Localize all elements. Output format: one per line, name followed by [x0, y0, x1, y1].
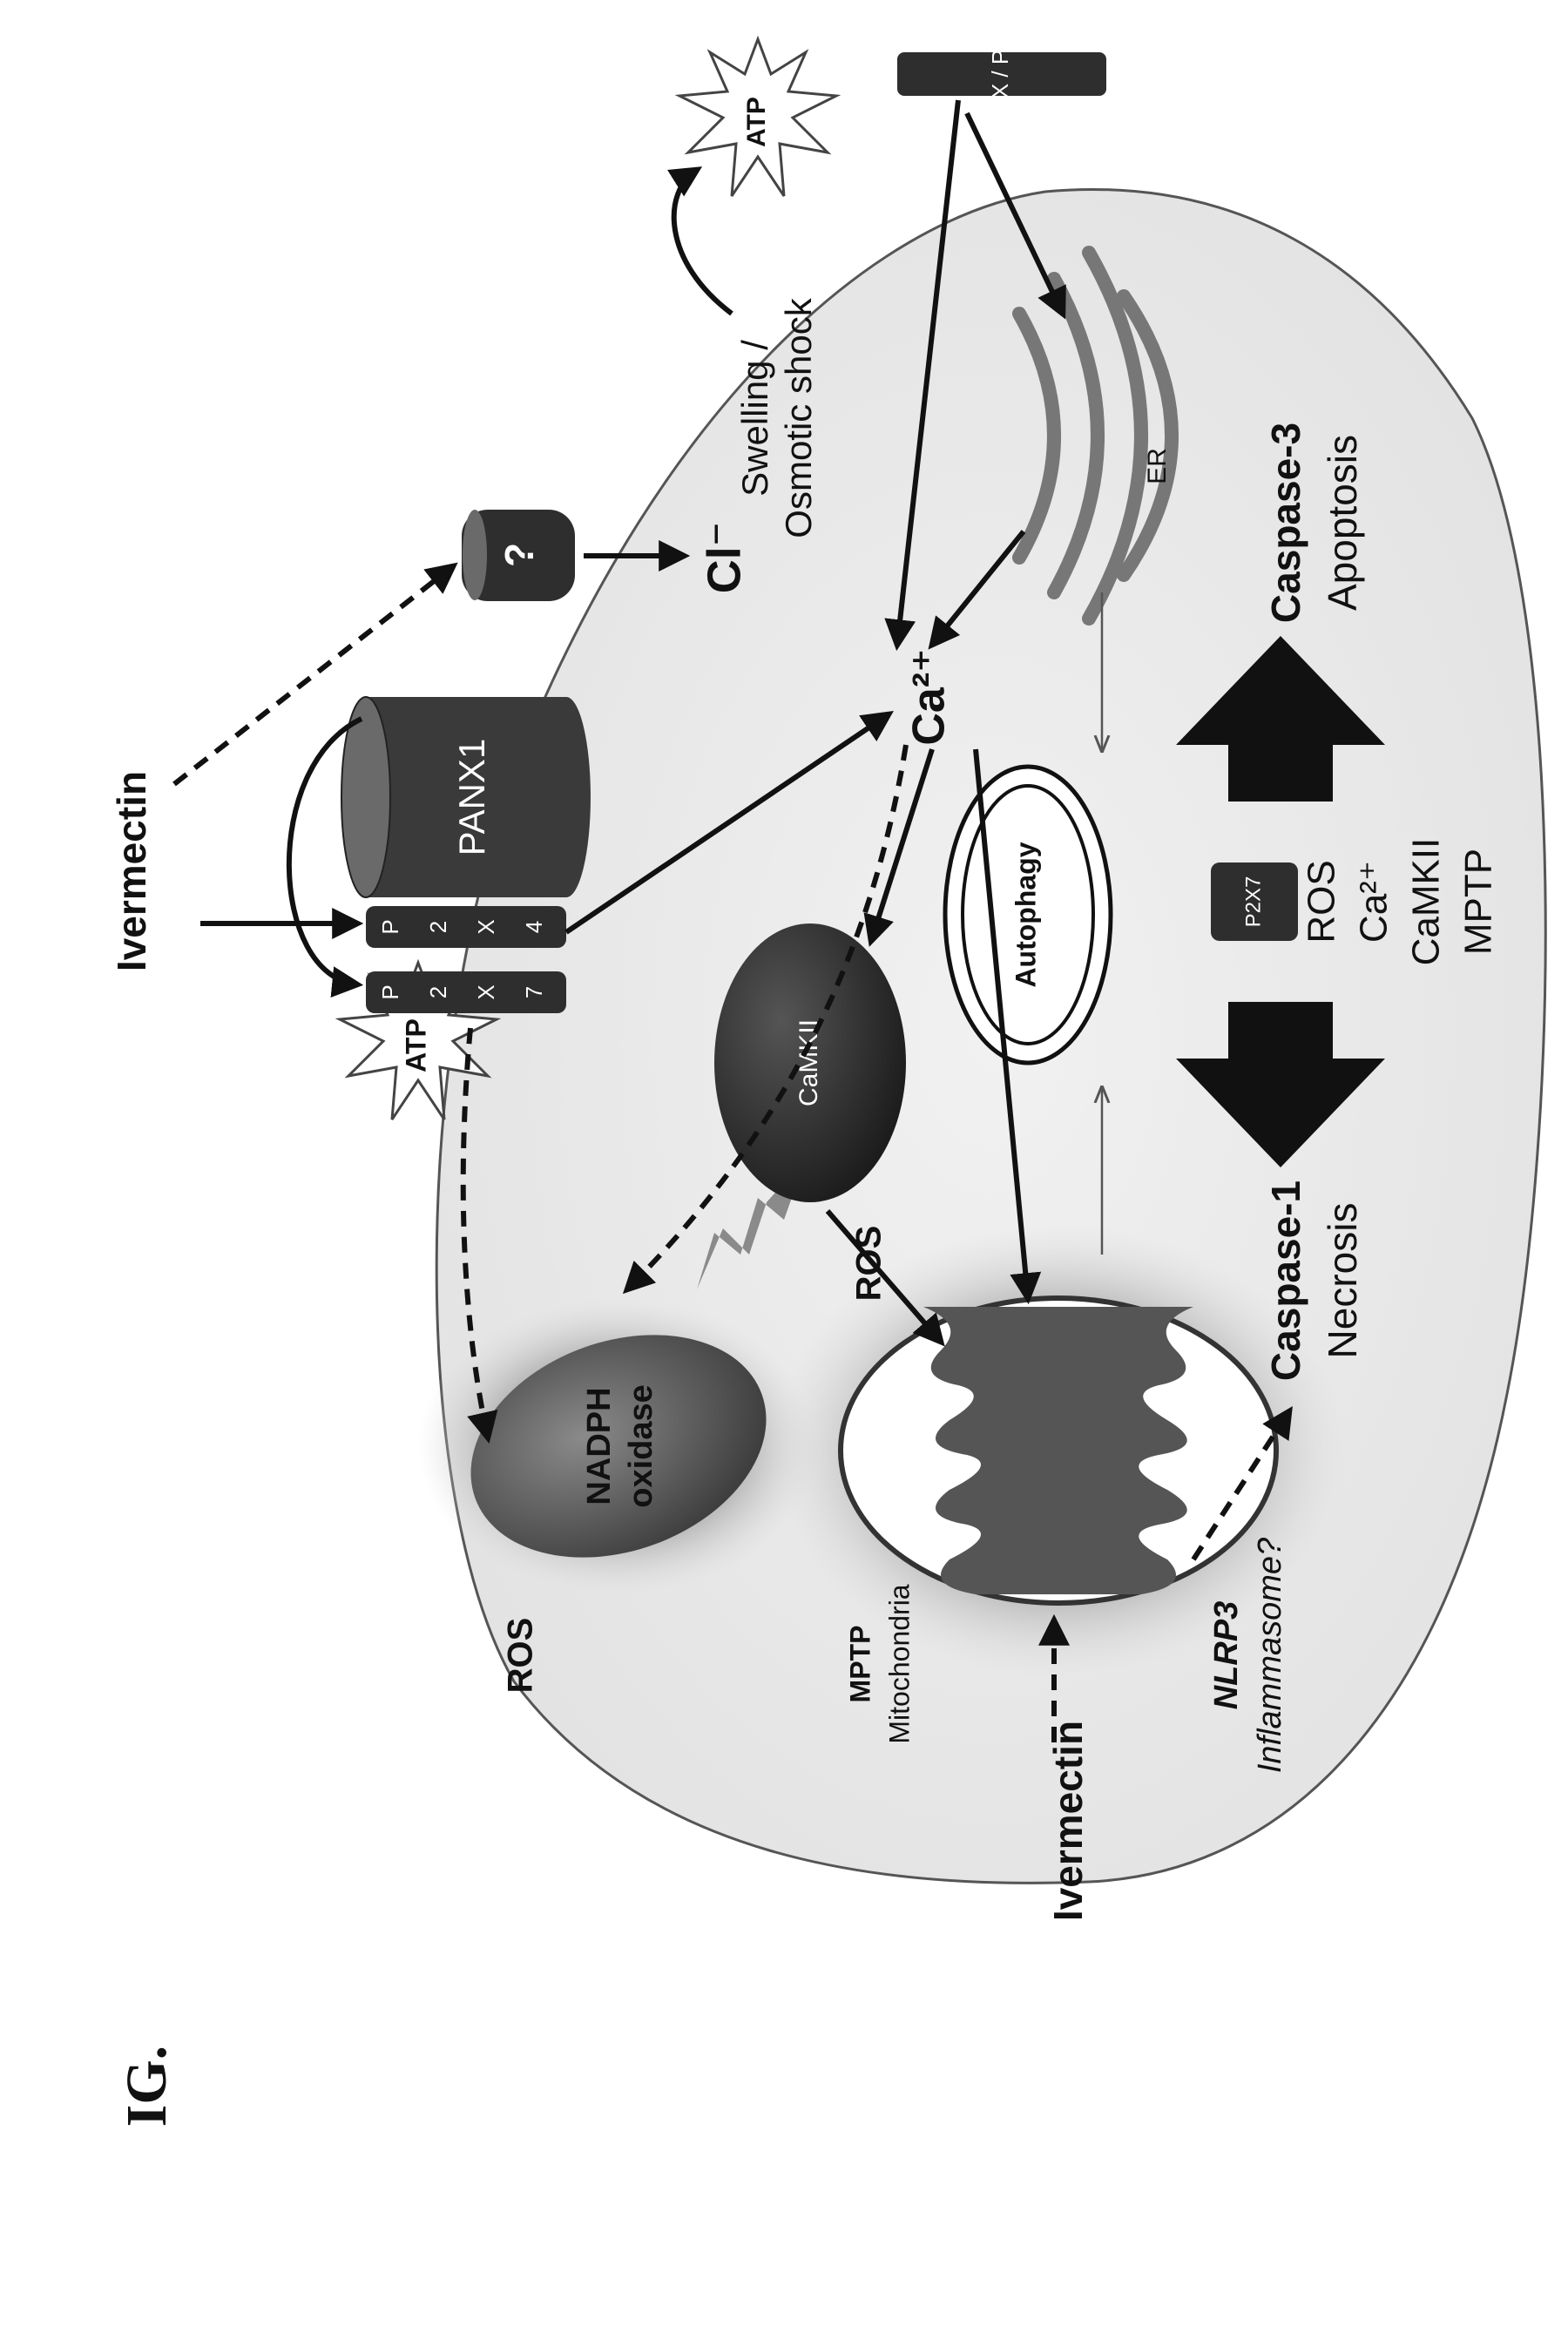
p2x7-letter-3: X — [473, 984, 499, 999]
arrow-p2x7-nadph — [460, 1027, 498, 1444]
p2x4-letter-2: 2 — [425, 921, 451, 933]
arrow-camkii-mitochondria — [825, 1209, 945, 1347]
arrow-ca-mitochondria — [973, 748, 1042, 1305]
mitochondria-label: Mitochondria — [883, 1584, 915, 1743]
atp-top-label: ATP — [742, 97, 771, 147]
center-camkii-label: CaMKII — [1405, 838, 1448, 966]
arrow-ca-camkii — [863, 748, 935, 947]
arrow-ca-nadph — [622, 744, 909, 1295]
ros-mito-label: ROS — [850, 1226, 889, 1302]
center-p2x7-label: P2X7 — [1241, 876, 1265, 928]
p2x7-receptor: P 2 X 7 — [366, 971, 566, 1013]
figure-label-text: FIG. 7 — [115, 2039, 179, 2126]
caspase1-label: Caspase-1 — [1263, 1180, 1308, 1381]
arrow-p2x-er — [964, 112, 1066, 320]
atp-star-top: ATP — [674, 35, 841, 197]
center-mptp-label: MPTP — [1457, 849, 1500, 955]
nadph-label-line2: oxidase — [623, 1384, 659, 1508]
swelling-label-line1: Swelling / — [734, 340, 775, 497]
p2x-p2y-receptor: P2X / P2Y — [897, 22, 1106, 126]
block-arrow-apoptosis — [1176, 636, 1385, 802]
nlrp3-label-line1: NLRP3 — [1208, 1601, 1245, 1710]
nlrp3-label-line2: Inflammasome? — [1252, 1537, 1288, 1773]
p2x7-letter-1: P — [377, 984, 403, 999]
pathway-arrows — [172, 99, 1293, 1742]
figure-label: FIG. 7 — [115, 2039, 179, 2126]
arrow-panx1-p2x7 — [286, 716, 364, 998]
unknown-channel: ? — [462, 510, 575, 601]
p2x4-receptor: P 2 X 4 — [366, 906, 566, 948]
arrow-ivermectin-channel — [172, 562, 458, 787]
center-calcium-label: Ca²⁺ — [1353, 861, 1396, 943]
panx1-label: PANX1 — [451, 739, 492, 856]
p2x4-letter-3: X — [473, 919, 499, 934]
camkii-enzyme — [714, 923, 906, 1202]
necrosis-label: Necrosis — [1320, 1203, 1365, 1359]
chloride-label: Cl⁻ — [698, 522, 750, 594]
arrow-p2x4-ca — [564, 710, 894, 935]
atp-star-left: ATP — [335, 958, 502, 1120]
p2x4-letter-1: P — [377, 919, 403, 934]
arrow-p2x-ca — [884, 99, 961, 652]
ivermectin-top-label: Ivermectin — [109, 771, 154, 971]
atp-left-label: ATP — [400, 1018, 431, 1072]
nadph-label-line1: NADPH — [581, 1387, 618, 1505]
nadph-oxidase — [470, 1335, 767, 1558]
camkii-label: CaMKII — [794, 1019, 823, 1106]
ros-nadph-label: ROS — [502, 1618, 540, 1694]
mitochondria-cristae — [923, 1307, 1193, 1594]
swelling-label-line2: Osmotic shock — [778, 297, 819, 538]
arrow-mitochondria-caspase1 — [1191, 1405, 1293, 1561]
ivermectin-bottom-label: Ivermectin — [1045, 1721, 1091, 1921]
apoptosis-label: Apoptosis — [1320, 435, 1365, 611]
p2x7-letter-4: 7 — [521, 986, 547, 998]
arrow-er-ca — [928, 530, 1026, 650]
endoplasmic-reticulum — [1012, 246, 1179, 626]
block-arrow-necrosis — [1176, 1002, 1385, 1167]
p2x4-letter-4: 4 — [521, 921, 547, 933]
p2x-p2y-label: P2X / P2Y — [987, 22, 1013, 126]
panx1-channel: PANX1 — [341, 696, 591, 898]
er-label: ER — [1143, 448, 1172, 484]
unknown-channel-label: ? — [497, 543, 542, 567]
autophagy-label: Autophagy — [1010, 842, 1041, 987]
calcium-main-label: Ca²⁺ — [904, 648, 955, 745]
arrow-swelling-atp — [667, 166, 733, 316]
center-ros-label: ROS — [1301, 860, 1343, 943]
p2x7-letter-2: 2 — [425, 986, 451, 998]
center-p2x7-box — [1211, 862, 1298, 941]
mptp-label: MPTP — [844, 1626, 875, 1703]
caspase3-label: Caspase-3 — [1263, 423, 1308, 623]
